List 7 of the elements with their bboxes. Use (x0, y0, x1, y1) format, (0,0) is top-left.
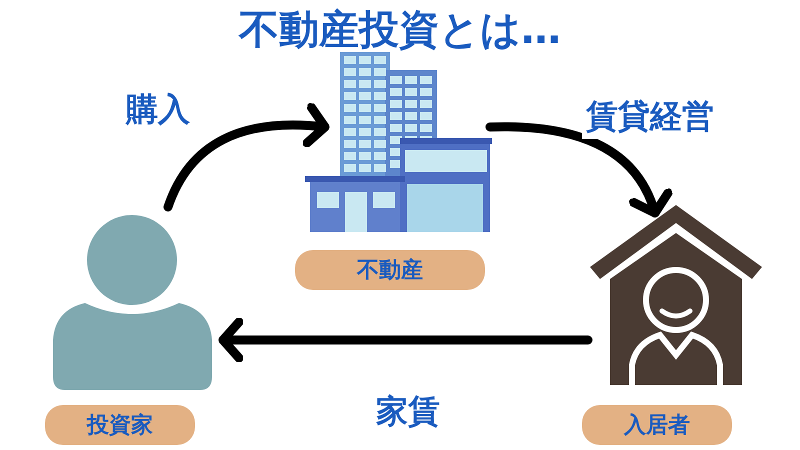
arrow (164, 103, 330, 212)
label-pill: 投資家 (45, 405, 195, 445)
label-pill: 不動産 (295, 250, 485, 290)
arrow (218, 318, 592, 362)
title: 不動産投資とは… (239, 6, 561, 55)
arrow (486, 122, 672, 218)
label-pill: 入居者 (582, 405, 732, 445)
